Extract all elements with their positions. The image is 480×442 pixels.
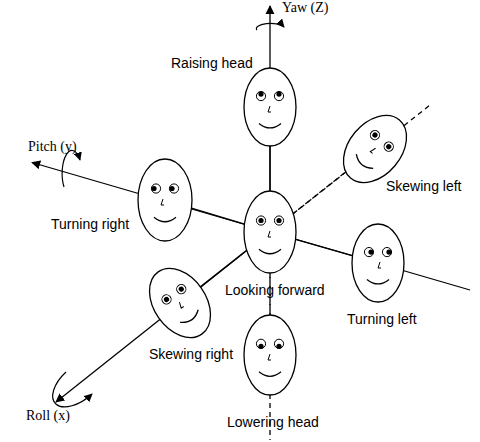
face-eye [175,283,188,296]
face-label: Turning right [51,216,129,232]
face-pupil [151,186,156,191]
axis-label: Pitch (y) [28,139,77,155]
face-pupil [276,218,281,223]
face-drawing [244,68,296,146]
face-eye [274,216,283,225]
face-eye [382,140,395,153]
face-pupil [276,344,281,349]
face-nose [370,147,376,154]
face-outline [137,158,193,242]
face-eye [256,91,265,100]
face-mouth [259,372,281,377]
face-outline [243,67,297,147]
face-node: Lowering head [243,314,297,396]
face-pupil [368,249,373,254]
axis-label: Roll (x) [26,408,70,424]
face-nose [178,302,184,309]
face-eye [256,339,265,348]
face-mouth [259,123,281,128]
face-drawing [138,159,192,241]
face-mouth [353,154,373,172]
face-mouth [154,217,176,222]
face-nose [268,106,271,112]
face-ellipse [137,257,223,349]
yaw-rotation-arrow [256,23,284,30]
face-outline [243,190,297,274]
face-ellipse [138,159,192,241]
face-pupil [276,91,281,96]
face-eye [274,91,283,100]
face-label: Lowering head [227,414,319,430]
face-pupil [163,296,170,303]
face-pupil [386,249,391,254]
face-eye [151,184,160,193]
face-nose [161,199,164,205]
face-pupil [258,91,263,96]
face-outline [243,314,297,396]
face-label: Skewing right [149,346,233,362]
face-outline [351,223,405,303]
axis-connector [269,146,270,191]
axis-connector [200,250,246,287]
face-label: Turning left [347,311,417,327]
face-pupil [371,131,378,138]
face-ellipse [244,191,296,273]
face-node: Raising head [243,67,297,147]
pitch-rotation-arrow [62,150,80,187]
face-eye [169,184,178,193]
face-node: Turning left [351,223,405,303]
face-eye [274,339,283,348]
face-label: Looking forward [225,282,325,298]
face-eye [364,247,373,256]
face-ellipse [352,224,404,302]
axis-label: Yaw (Z) [282,0,328,16]
face-pupil [178,286,185,293]
face-eye [256,216,265,225]
roll-axis [56,232,270,402]
face-drawing [137,257,223,349]
face-ellipse [244,315,296,395]
face-node: Turning right [137,158,193,242]
axis-connector [191,208,244,224]
face-drawing [244,191,296,273]
face-nose [268,231,271,237]
pitch-axis [32,163,470,291]
axis-connector [296,239,353,255]
face-pupil [385,143,392,150]
face-mouth [180,310,201,326]
face-eye [382,247,391,256]
face-node: Skewing left [342,114,408,184]
face-nose [378,262,381,268]
face-nose [268,354,271,360]
face-drawing [244,315,296,395]
face-drawing [352,224,404,302]
axis-connector [293,172,346,214]
face-pupil [258,344,263,349]
face-mouth [367,279,389,284]
face-node: Looking forward [243,190,297,274]
face-node: Skewing right [147,268,213,338]
face-label: Raising head [171,55,253,71]
face-eye [160,293,173,306]
face-label: Skewing left [386,178,461,194]
face-outline [147,268,213,338]
face-pupil [258,218,263,223]
roll-rotation-arrow [53,372,92,407]
face-eye [368,129,381,142]
face-ellipse [244,68,296,146]
face-mouth [259,249,281,254]
face-outline [342,114,408,184]
face-pupil [169,186,174,191]
